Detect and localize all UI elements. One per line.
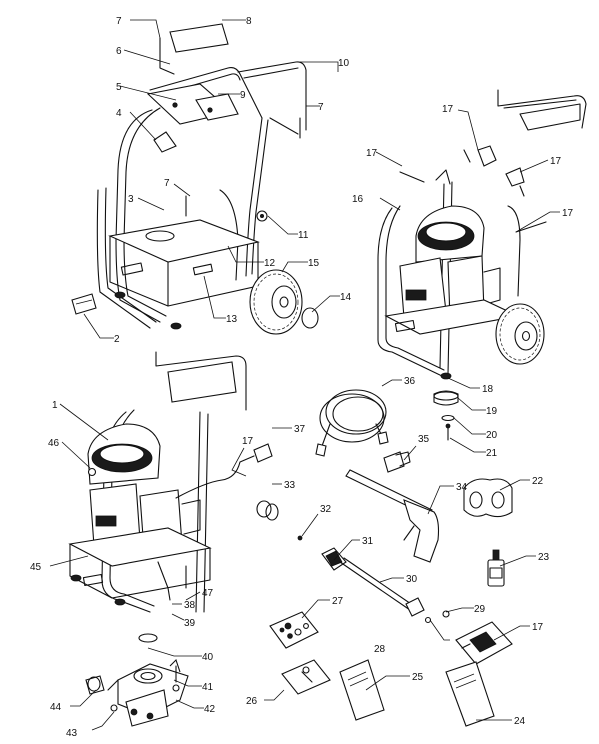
part-number-17b: 17 <box>366 148 378 159</box>
part-number-39: 39 <box>184 618 196 629</box>
part-number-26: 26 <box>246 696 258 707</box>
part-number-32: 32 <box>320 504 332 515</box>
part-number-40: 40 <box>202 652 214 663</box>
part-number-34: 34 <box>456 482 468 493</box>
part-number-labels: 7 8 6 10 5 9 7 4 7 3 11 12 15 14 13 2 17… <box>30 16 574 739</box>
frame-assembly-icon <box>71 23 307 330</box>
part-number-17c: 17 <box>550 156 562 167</box>
part-number-14: 14 <box>340 292 352 303</box>
part-number-17e: 17 <box>242 436 254 447</box>
part-number-8: 8 <box>246 16 252 27</box>
quick-connect-icon <box>383 451 411 473</box>
engine-icon <box>377 89 587 441</box>
adapter-fitting-icon <box>256 500 279 521</box>
spray-wand-icon <box>297 535 450 624</box>
part-number-21: 21 <box>486 448 498 459</box>
part-number-23: 23 <box>538 552 550 563</box>
wheel-icon <box>249 269 319 335</box>
part-number-36: 36 <box>404 376 416 387</box>
part-number-16: 16 <box>352 194 364 205</box>
part-number-11: 11 <box>298 230 309 241</box>
part-number-41: 41 <box>202 682 214 693</box>
part-number-10: 10 <box>338 58 350 69</box>
tool-card-icon <box>281 659 331 695</box>
part-number-1: 1 <box>52 400 58 411</box>
part-number-7a: 7 <box>116 16 122 27</box>
part-number-17f: 17 <box>532 622 544 633</box>
part-number-5: 5 <box>116 82 122 93</box>
part-number-20: 20 <box>486 430 498 441</box>
part-number-18: 18 <box>482 384 494 395</box>
manual-icon <box>339 659 495 727</box>
part-number-42: 42 <box>204 704 216 715</box>
part-number-7c: 7 <box>164 178 170 189</box>
leader-lines <box>49 19 560 731</box>
pad-icon <box>463 478 513 518</box>
part-number-30: 30 <box>406 574 418 585</box>
part-number-13: 13 <box>226 314 238 325</box>
part-number-29: 29 <box>474 604 486 615</box>
part-number-31: 31 <box>362 536 374 547</box>
high-pressure-hose-icon <box>315 389 389 457</box>
nozzle-kit-icon <box>269 611 319 649</box>
part-number-33: 33 <box>284 480 296 491</box>
part-number-3: 3 <box>128 194 134 205</box>
part-number-9: 9 <box>240 90 246 101</box>
part-number-46: 46 <box>48 438 60 449</box>
part-number-15: 15 <box>308 258 320 269</box>
part-number-17a: 17 <box>442 104 454 115</box>
part-number-37: 37 <box>294 424 306 435</box>
pump-icon <box>85 633 189 727</box>
part-number-4: 4 <box>116 108 122 119</box>
part-number-35: 35 <box>418 434 430 445</box>
part-number-25: 25 <box>412 672 424 683</box>
part-number-7b: 7 <box>318 102 324 113</box>
part-number-17d: 17 <box>562 208 574 219</box>
part-number-24: 24 <box>514 716 526 727</box>
part-number-44: 44 <box>50 702 62 713</box>
parts-bag-icon <box>455 621 513 665</box>
part-number-45: 45 <box>30 562 42 573</box>
part-number-2: 2 <box>114 334 120 345</box>
part-number-28: 28 <box>374 644 386 655</box>
spray-gun-icon <box>345 469 440 563</box>
part-number-19: 19 <box>486 406 498 417</box>
part-number-43: 43 <box>66 728 78 739</box>
part-number-22: 22 <box>532 476 544 487</box>
part-number-6: 6 <box>116 46 122 57</box>
part-number-12: 12 <box>264 258 276 269</box>
oil-bottle-icon <box>487 549 505 587</box>
part-number-47: 47 <box>202 588 214 599</box>
engine-assembly-icon <box>68 351 273 613</box>
part-number-38: 38 <box>184 600 196 611</box>
part-number-27: 27 <box>332 596 344 607</box>
